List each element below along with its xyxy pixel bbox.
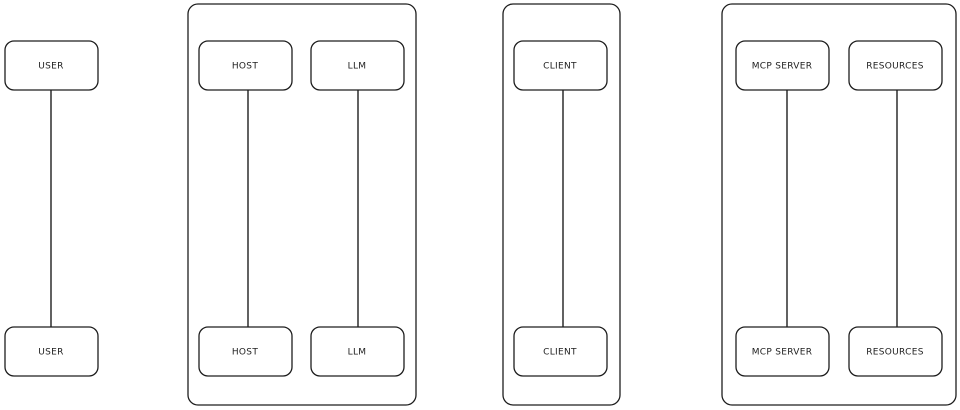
llm-box-bottom bbox=[310, 326, 405, 377]
client-label-top: CLIENT bbox=[543, 62, 577, 72]
host-group-box bbox=[187, 3, 417, 406]
llm-actor-top: LLM bbox=[310, 40, 405, 91]
host-label-bottom: HOST bbox=[232, 348, 258, 358]
user-box-top bbox=[4, 40, 99, 91]
client-actor-bottom: CLIENT bbox=[513, 326, 608, 377]
resources-actor-bottom: RESOURCES bbox=[848, 326, 943, 377]
mcp-server-actor-bottom: MCP SERVER bbox=[735, 326, 830, 377]
mcp-server-label-top: MCP SERVER bbox=[752, 62, 813, 72]
resources-actor-top: RESOURCES bbox=[848, 40, 943, 91]
host-box-bottom bbox=[198, 326, 293, 377]
client-label-bottom: CLIENT bbox=[543, 348, 577, 358]
mcp-server-box-bottom bbox=[735, 326, 830, 377]
user-label-bottom: USER bbox=[38, 348, 63, 358]
host-box-top bbox=[198, 40, 293, 91]
host-label-top: HOST bbox=[232, 62, 258, 72]
llm-label-bottom: LLM bbox=[348, 348, 367, 358]
resources-label-top: RESOURCES bbox=[866, 62, 924, 72]
mcp-server-label-bottom: MCP SERVER bbox=[752, 348, 813, 358]
user-label-top: USER bbox=[38, 62, 63, 72]
llm-label-top: LLM bbox=[348, 62, 367, 72]
client-actor-top: CLIENT bbox=[513, 40, 608, 91]
user-actor-top: USER bbox=[4, 40, 99, 91]
client-group-box bbox=[502, 3, 621, 406]
resources-box-bottom bbox=[848, 326, 943, 377]
llm-box-top bbox=[310, 40, 405, 91]
resources-box-top bbox=[848, 40, 943, 91]
client-box-bottom bbox=[513, 326, 608, 377]
host-actor-top: HOST bbox=[198, 40, 293, 91]
mcp-server-box-top bbox=[735, 40, 830, 91]
client-box-top bbox=[513, 40, 608, 91]
user-box-bottom bbox=[4, 326, 99, 377]
llm-actor-bottom: LLM bbox=[310, 326, 405, 377]
host-actor-bottom: HOST bbox=[198, 326, 293, 377]
user-actor-bottom: USER bbox=[4, 326, 99, 377]
mcp-server-actor-top: MCP SERVER bbox=[735, 40, 830, 91]
resources-label-bottom: RESOURCES bbox=[866, 348, 924, 358]
